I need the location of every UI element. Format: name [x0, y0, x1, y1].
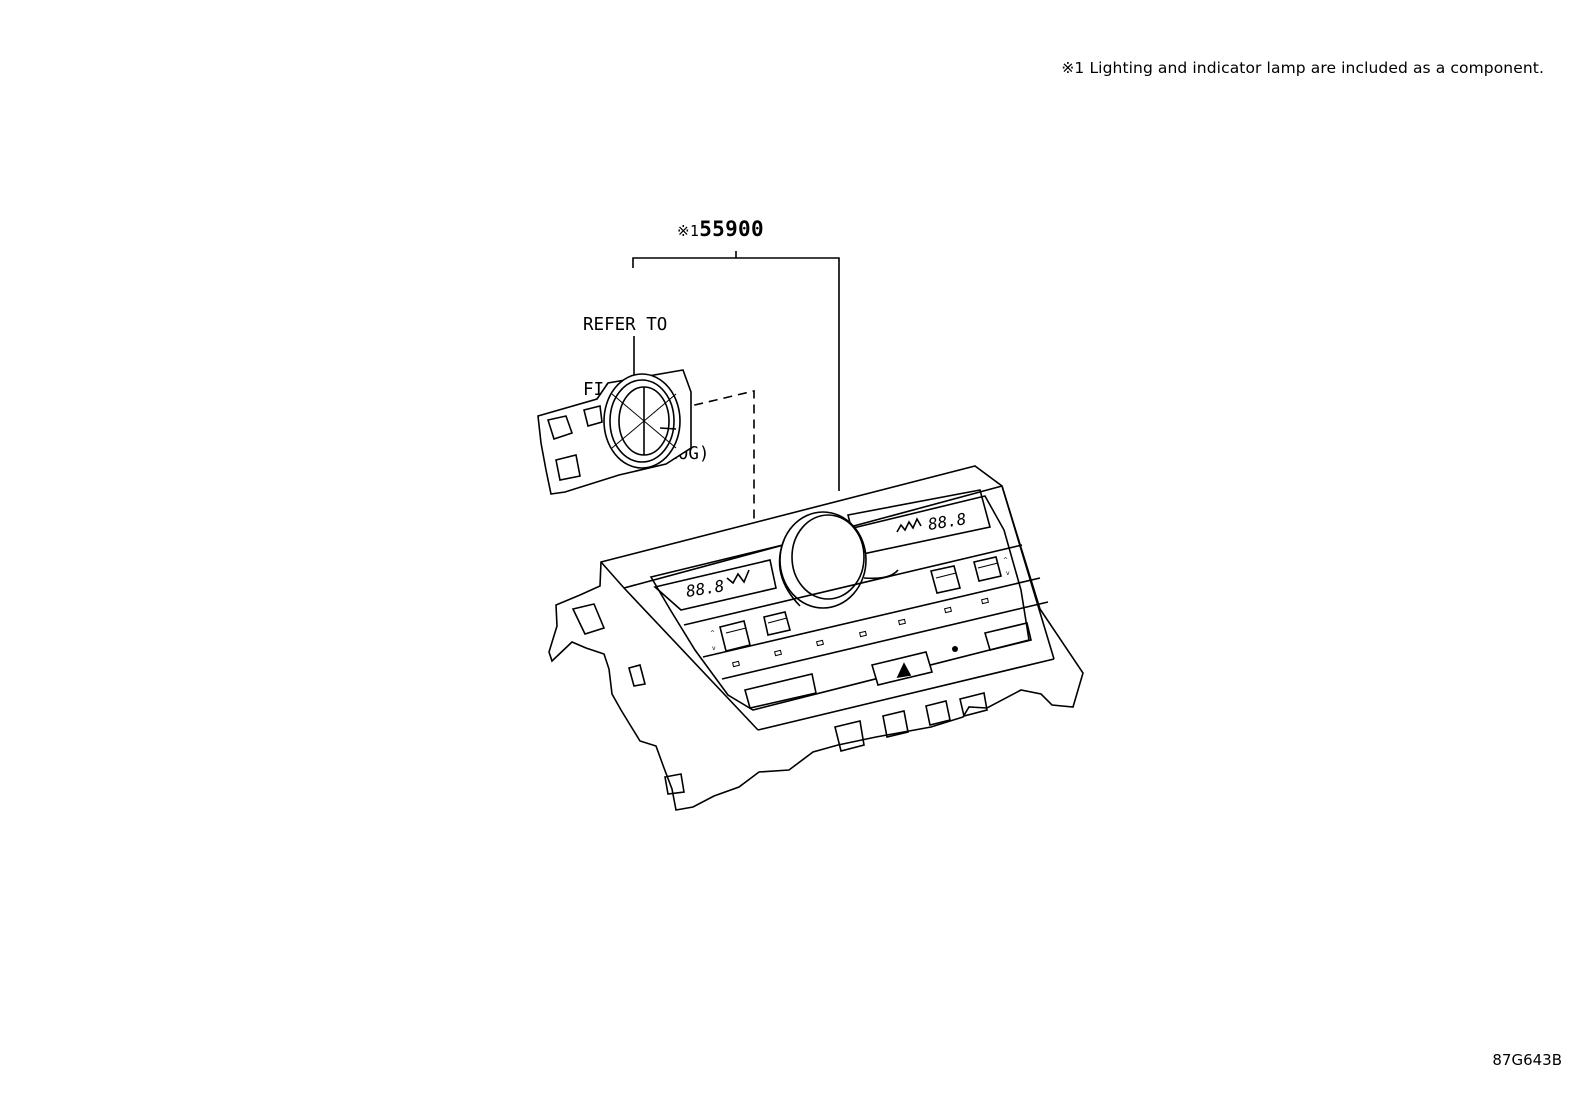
- left-switch-group: ^ v: [710, 611, 791, 652]
- left-seat-switch: [763, 611, 791, 636]
- down-arrow-icon: v: [1006, 570, 1010, 577]
- clock-pointer: [659, 427, 677, 430]
- right-switch-group: ^ v: [930, 556, 1010, 594]
- clock-face-line: [611, 393, 677, 449]
- control-panel: 88.8 88.8 ^ v ^ v: [548, 465, 1084, 811]
- down-arrow-icon: v: [712, 645, 716, 652]
- part-number-callout: ※155900: [677, 217, 764, 241]
- indicator-led: [981, 597, 989, 605]
- bottom-connector: [834, 720, 865, 752]
- center-knob-ring: [778, 539, 801, 607]
- clock-assembly: [537, 369, 692, 495]
- part-number: 55900: [699, 217, 764, 241]
- switch-line: [767, 617, 788, 624]
- bottom-connector: [925, 700, 951, 726]
- small-button-indicators: [732, 597, 989, 668]
- side-bracket: [571, 603, 606, 635]
- sensor-icon: [952, 646, 958, 652]
- panel-right-edge: [1001, 485, 1055, 660]
- panel-outer-body: [548, 465, 1084, 811]
- lower-right-buttons: [983, 622, 1032, 651]
- airflow-icon: [726, 569, 750, 585]
- up-arrow-icon: ^: [1003, 557, 1008, 564]
- clock-bezel-outer: [603, 373, 681, 469]
- clock-tab-left: [546, 415, 574, 441]
- bottom-connector: [882, 710, 909, 738]
- switch-line: [725, 627, 747, 634]
- indicator-led: [774, 649, 782, 657]
- right-seat-switch: [930, 565, 961, 594]
- bottom-connector: [959, 692, 988, 717]
- side-clip: [664, 773, 685, 795]
- display-left: [653, 559, 777, 611]
- indicator-led: [944, 606, 952, 614]
- center-knob-inner: [791, 514, 865, 600]
- side-clip: [628, 664, 646, 687]
- hazard-triangle-icon: [896, 662, 912, 679]
- footnote-marker: ※1: [1061, 59, 1085, 77]
- up-arrow-icon: ^: [710, 630, 715, 637]
- button-row-line-3: [721, 601, 1049, 680]
- footnote-text: Lighting and indicator lamp are included…: [1089, 59, 1544, 77]
- indicator-led: [816, 639, 824, 647]
- switch-line: [977, 562, 999, 569]
- footnote-lighting-indicator: ※1 Lighting and indicator lamp are inclu…: [1061, 59, 1544, 77]
- panel-bottom-edge: [757, 658, 1055, 731]
- reference-line-1: REFER TO: [583, 315, 668, 335]
- indicator-led: [898, 618, 906, 626]
- clock-tab-bottom: [555, 454, 581, 481]
- clock-tab-top: [583, 405, 603, 427]
- button-row-line: [683, 544, 1023, 626]
- figure-id: 87G643B: [1492, 1051, 1562, 1069]
- indicator-led: [859, 630, 867, 638]
- fan-level-icon: [896, 517, 922, 533]
- indicator-led: [732, 660, 740, 668]
- lower-left-buttons: [744, 673, 817, 709]
- clock-bezel-inner: [609, 379, 675, 463]
- switch-line: [935, 572, 957, 579]
- right-temp-switch: [973, 556, 1002, 582]
- part-number-marker: ※1: [677, 222, 700, 240]
- button-row-line-2: [702, 577, 1041, 658]
